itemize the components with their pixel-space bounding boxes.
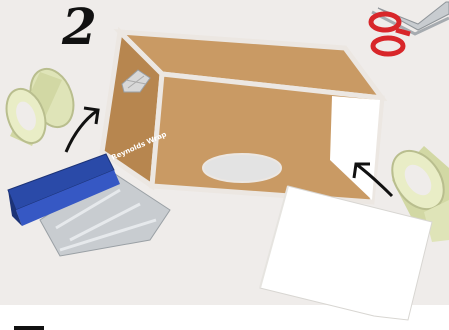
bottom-mark [14, 326, 44, 330]
step-number: 2 [62, 2, 97, 52]
cardboard-box [102, 32, 382, 202]
box-viewing-hole [203, 154, 281, 182]
